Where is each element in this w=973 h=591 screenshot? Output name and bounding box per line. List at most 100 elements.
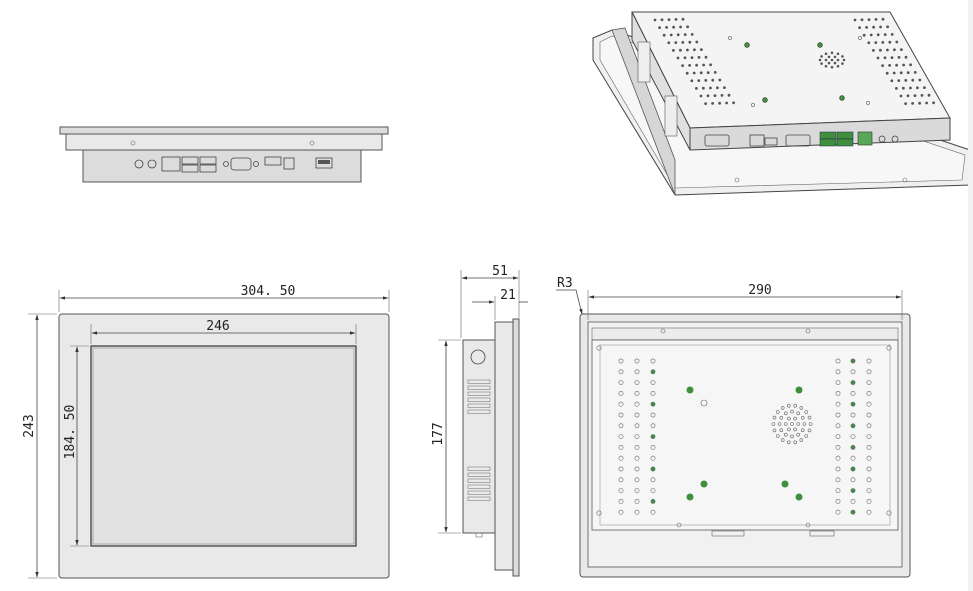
vent-hole bbox=[713, 94, 717, 98]
vent-hole bbox=[835, 444, 841, 450]
side-view bbox=[462, 318, 520, 577]
vent-hole bbox=[835, 412, 841, 418]
vent-hole bbox=[728, 36, 732, 40]
vent-hole bbox=[866, 509, 872, 515]
side-height-label: 177 bbox=[431, 422, 446, 445]
vent-hole bbox=[771, 422, 776, 426]
vent-hole bbox=[779, 415, 784, 420]
vent-hole bbox=[833, 55, 837, 59]
vent-hole bbox=[697, 56, 701, 59]
vent-hole bbox=[618, 390, 624, 396]
vent-hole bbox=[634, 498, 640, 504]
vent-hole bbox=[796, 432, 801, 437]
vent-hole bbox=[890, 33, 894, 36]
vent-hole bbox=[860, 18, 864, 22]
vent-hole bbox=[807, 428, 812, 433]
vent-hole bbox=[650, 466, 656, 472]
vent-hole bbox=[695, 87, 698, 90]
vent-hole bbox=[913, 94, 917, 98]
vent-hole bbox=[704, 102, 708, 106]
vent-hole bbox=[866, 498, 872, 504]
vent-hole bbox=[634, 434, 640, 439]
vent-hole bbox=[772, 415, 777, 420]
vent-hole bbox=[836, 58, 840, 62]
vent-hole bbox=[667, 18, 671, 22]
vent-hole bbox=[650, 369, 656, 375]
vent-hole bbox=[895, 40, 899, 44]
vent-hole bbox=[772, 428, 777, 433]
vent-hole bbox=[690, 56, 694, 60]
vent-hole bbox=[906, 94, 910, 98]
vent-hole bbox=[804, 410, 809, 414]
vent-hole bbox=[780, 438, 785, 442]
vent-hole bbox=[618, 401, 624, 407]
vent-hole bbox=[867, 41, 871, 45]
vent-hole bbox=[799, 438, 804, 442]
vent-hole bbox=[634, 358, 640, 364]
vent-hole bbox=[695, 63, 699, 67]
vent-hole bbox=[904, 102, 908, 106]
speaker-grille bbox=[771, 403, 813, 445]
vent-hole bbox=[775, 434, 780, 438]
mount-holes bbox=[686, 386, 803, 501]
vent-hole bbox=[686, 25, 690, 29]
vent-hole bbox=[634, 380, 640, 385]
vent-hole bbox=[634, 509, 640, 515]
vent-hole bbox=[787, 416, 791, 421]
vent-slot bbox=[467, 379, 491, 384]
vent-hole bbox=[783, 411, 788, 416]
vent-hole bbox=[618, 369, 624, 375]
vent-hole bbox=[824, 58, 828, 62]
vent-hole bbox=[850, 477, 856, 483]
dim-screen-width bbox=[90, 324, 357, 344]
vent-hole bbox=[799, 406, 804, 410]
dim-front-height bbox=[28, 313, 57, 579]
vent-hole bbox=[790, 409, 794, 414]
vent-hole bbox=[890, 79, 894, 83]
vent-hole bbox=[718, 101, 722, 105]
dim-side-depth-body bbox=[472, 296, 528, 320]
vent-slot bbox=[467, 478, 491, 483]
vent-hole bbox=[674, 41, 678, 45]
vent-hole bbox=[900, 48, 903, 52]
vent-hole bbox=[876, 56, 880, 60]
vent-hole bbox=[688, 64, 692, 67]
vent-hole bbox=[725, 101, 729, 105]
vent-hole bbox=[660, 18, 664, 22]
vent-hole bbox=[695, 40, 699, 44]
vent-hole bbox=[881, 41, 885, 44]
vent-hole bbox=[867, 18, 871, 22]
vent-hole bbox=[727, 93, 731, 97]
back-width-label: 290 bbox=[748, 283, 771, 298]
vent-hole bbox=[780, 406, 785, 410]
vent-hole bbox=[850, 412, 856, 418]
vent-hole bbox=[916, 86, 919, 90]
connector-row bbox=[134, 156, 333, 173]
vent-hole bbox=[793, 403, 798, 408]
vent-hole bbox=[690, 33, 694, 36]
vent-hole bbox=[893, 48, 896, 52]
vent-hole bbox=[918, 101, 922, 105]
vent-hole bbox=[618, 488, 624, 493]
vent-hole bbox=[879, 48, 882, 52]
vent-hole bbox=[866, 412, 872, 418]
vent-slot bbox=[467, 484, 491, 489]
vent-hole bbox=[658, 26, 662, 30]
vent-hole bbox=[706, 71, 710, 75]
vent-hole bbox=[793, 427, 797, 432]
vent-hole bbox=[835, 358, 841, 364]
vent-hole bbox=[793, 416, 797, 421]
edge-strip bbox=[968, 0, 973, 591]
vent-hole bbox=[618, 412, 624, 418]
vent-hole bbox=[634, 423, 640, 429]
vent-hole bbox=[634, 488, 640, 493]
vent-hole bbox=[650, 358, 656, 364]
vent-hole bbox=[713, 71, 717, 74]
vent-hole bbox=[796, 422, 801, 426]
vent-hole bbox=[850, 401, 856, 407]
dim-back-width bbox=[587, 290, 903, 320]
vent-hole bbox=[858, 26, 862, 30]
vent-hole bbox=[762, 97, 768, 103]
vent-hole bbox=[634, 390, 640, 396]
screen-height-label: 184. 50 bbox=[63, 405, 78, 460]
